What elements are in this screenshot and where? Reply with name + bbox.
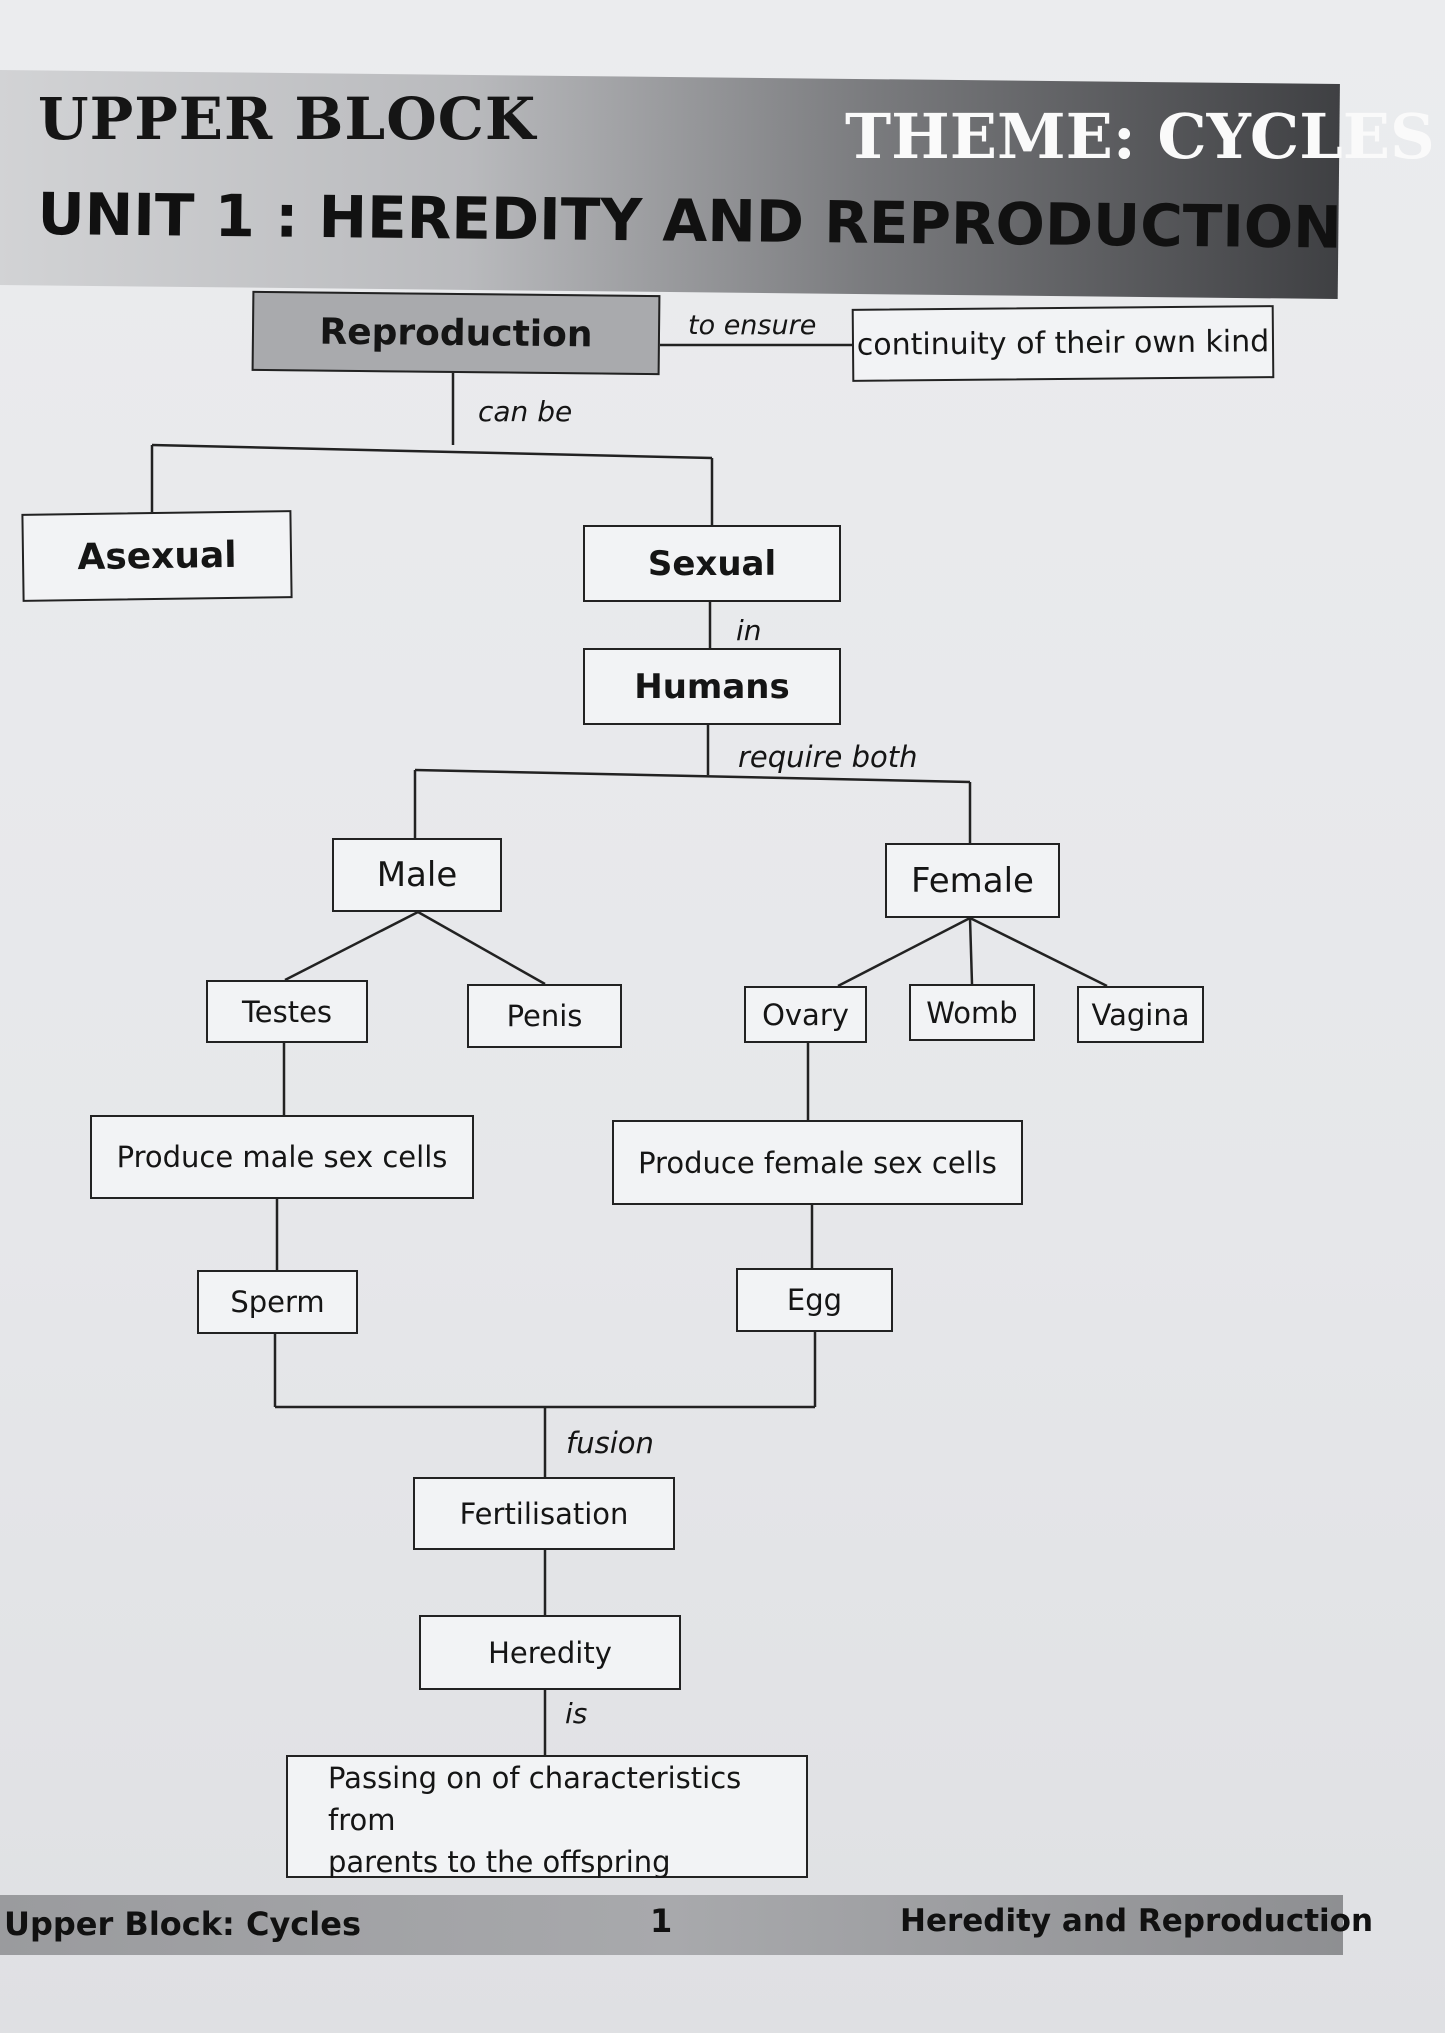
sperm-node: Sperm xyxy=(197,1270,358,1334)
humans-node: Humans xyxy=(583,648,841,725)
reproduction-node: Reproduction xyxy=(251,290,661,376)
fertilisation-node: Fertilisation xyxy=(413,1477,675,1550)
sexual-node: Sexual xyxy=(583,525,841,602)
female-label: Female xyxy=(911,860,1034,901)
footer-page-number: 1 xyxy=(650,1902,673,1940)
footer-band xyxy=(0,1895,1343,1955)
continuity-node: continuity of their own kind xyxy=(851,305,1275,382)
vagina-label: Vagina xyxy=(1091,997,1190,1032)
womb-label: Womb xyxy=(926,995,1018,1030)
male-node: Male xyxy=(332,838,502,912)
produce-female-node: Produce female sex cells xyxy=(612,1120,1023,1205)
passing-label-line-1: Passing on of characteristics from xyxy=(328,1761,742,1837)
female-node: Female xyxy=(885,843,1060,918)
humans-label: Humans xyxy=(634,666,790,707)
link-fusion: fusion xyxy=(566,1426,654,1460)
fertilisation-label: Fertilisation xyxy=(459,1496,629,1531)
theme-title: THEME: CYCLES xyxy=(845,100,1435,173)
penis-node: Penis xyxy=(467,984,622,1048)
continuity-label: continuity of their own kind xyxy=(856,324,1270,363)
ovary-label: Ovary xyxy=(762,997,849,1032)
link-in: in xyxy=(736,614,762,647)
ovary-node: Ovary xyxy=(744,986,867,1043)
penis-label: Penis xyxy=(506,999,583,1033)
womb-node: Womb xyxy=(909,984,1035,1041)
footer-left: Upper Block: Cycles xyxy=(4,1905,361,1943)
link-to-ensure: to ensure xyxy=(688,310,817,341)
heredity-label: Heredity xyxy=(488,1635,612,1670)
sperm-label: Sperm xyxy=(230,1285,325,1319)
link-require-both: require both xyxy=(738,740,918,774)
testes-label: Testes xyxy=(241,994,333,1029)
produce-male-label: Produce male sex cells xyxy=(116,1140,448,1174)
link-can-be: can be xyxy=(478,395,573,428)
sexual-label: Sexual xyxy=(647,543,777,584)
footer-right: Heredity and Reproduction xyxy=(900,1903,1374,1939)
asexual-label: Asexual xyxy=(77,534,237,578)
egg-label: Egg xyxy=(786,1283,843,1317)
reproduction-label: Reproduction xyxy=(319,311,593,355)
passing-label-line-2: parents to the offspring xyxy=(328,1845,671,1879)
egg-node: Egg xyxy=(736,1268,893,1332)
heredity-node: Heredity xyxy=(419,1615,681,1690)
produce-male-node: Produce male sex cells xyxy=(90,1115,474,1199)
testes-node: Testes xyxy=(206,980,368,1043)
link-is: is xyxy=(565,1697,588,1730)
asexual-node: Asexual xyxy=(21,510,293,602)
male-label: Male xyxy=(376,855,458,895)
block-title: UPPER BLOCK xyxy=(38,85,537,153)
produce-female-label: Produce female sex cells xyxy=(638,1145,997,1180)
vagina-node: Vagina xyxy=(1077,986,1204,1043)
passing-node: Passing on of characteristics from paren… xyxy=(286,1755,808,1879)
